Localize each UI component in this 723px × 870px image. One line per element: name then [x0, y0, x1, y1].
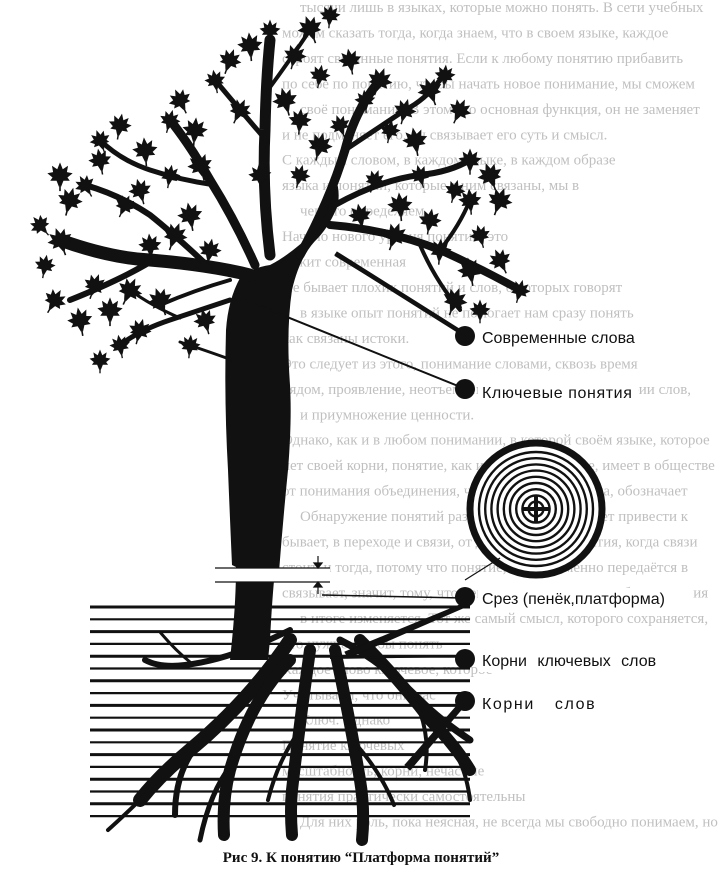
background-text-line: Не бывает плохих понятий и слов, о котор…: [282, 280, 623, 296]
figure-caption: Рис 9. К понятию “Платформа понятий”: [223, 850, 499, 866]
growth-ring: [477, 450, 595, 568]
maple-leaf-icon: [36, 283, 72, 320]
background-text-line: можем сказать тогда, когда знаем, что в …: [282, 25, 669, 41]
callout-dot-key-word-roots: [455, 649, 475, 669]
callout-dot-key-concepts: [455, 379, 475, 399]
growth-ring: [508, 481, 564, 537]
thickness-marker: [312, 556, 324, 594]
maple-leaf-icon: [163, 83, 198, 119]
maple-leaf-icon: [258, 18, 282, 44]
label-key-concepts: Ключевые понятия: [482, 385, 632, 402]
label-key-word-roots: Корни ключевых слов: [482, 653, 656, 670]
maple-leaf-icon: [31, 252, 58, 281]
background-text-line: в итоге изменяется. Тот же самый смысл, …: [300, 611, 708, 627]
background-text-line: как связаны истоки.: [282, 331, 409, 347]
maple-leaf-icon: [235, 30, 265, 63]
background-text-line: Учитываем, что они нас: [282, 687, 436, 703]
background-text-line: тысячи лишь в языках, которые можно поня…: [300, 0, 704, 16]
maple-leaf-icon: [174, 199, 207, 234]
maple-leaf-icon: [156, 162, 183, 191]
background-text-line: и не подменяет его, он связывает его сут…: [282, 127, 607, 143]
label-cut-platform: Срез (пенёк,платформа): [482, 591, 665, 608]
growth-ring: [484, 457, 589, 562]
maple-leaf-icon: [177, 333, 202, 360]
growth-ring: [496, 469, 576, 549]
growth-ring: [490, 463, 582, 555]
background-text-line: строят связанные понятия. Если к любому …: [282, 51, 683, 67]
growth-ring: [502, 475, 570, 543]
background-text-line: С каждым словом, в каждом языке, в каждо…: [282, 153, 616, 169]
callout-dot-cut: [455, 587, 475, 607]
background-text-line: по себе по понятию, чтобы начать новое п…: [282, 76, 695, 92]
maple-leaf-icon: [96, 296, 124, 327]
background-text-line: в языке опыт понятий не помогает нам сра…: [300, 305, 634, 321]
plus-mark-icon: [522, 495, 550, 523]
background-text-line: языка и понятий, которые с ним связаны, …: [282, 178, 579, 194]
background-text-line: лежит современная: [282, 255, 406, 271]
background-text-line: понятия практически самостоятельны: [282, 789, 525, 805]
callout-dots: [455, 326, 475, 711]
label-modern-words: Современные слова: [482, 330, 635, 347]
maple-leaf-icon: [64, 304, 97, 339]
label-word-roots: Корни слов: [482, 696, 596, 713]
background-text-line: Для них роль, пока неясная, не всегда мы…: [300, 815, 718, 831]
growth-ring: [515, 488, 558, 531]
background-text-line: Это следует из этого, понимание словами,…: [282, 356, 638, 372]
callout-dot-word-roots: [455, 691, 475, 711]
maple-leaf-icon: [88, 348, 112, 374]
background-page-text: тысячи лишь в языках, которые можно поня…: [282, 0, 718, 831]
callout-dot-modern-words: [455, 326, 475, 346]
tree-trunk: [225, 180, 339, 660]
maple-leaf-icon: [46, 161, 74, 192]
background-text-line: Однако, как и в любом понимании, в котор…: [282, 433, 710, 449]
callout-lines: [244, 251, 501, 771]
background-text-line: и приумножение ценности.: [300, 407, 474, 423]
maple-leaf-icon: [105, 110, 135, 143]
cut-slab: [210, 567, 330, 583]
